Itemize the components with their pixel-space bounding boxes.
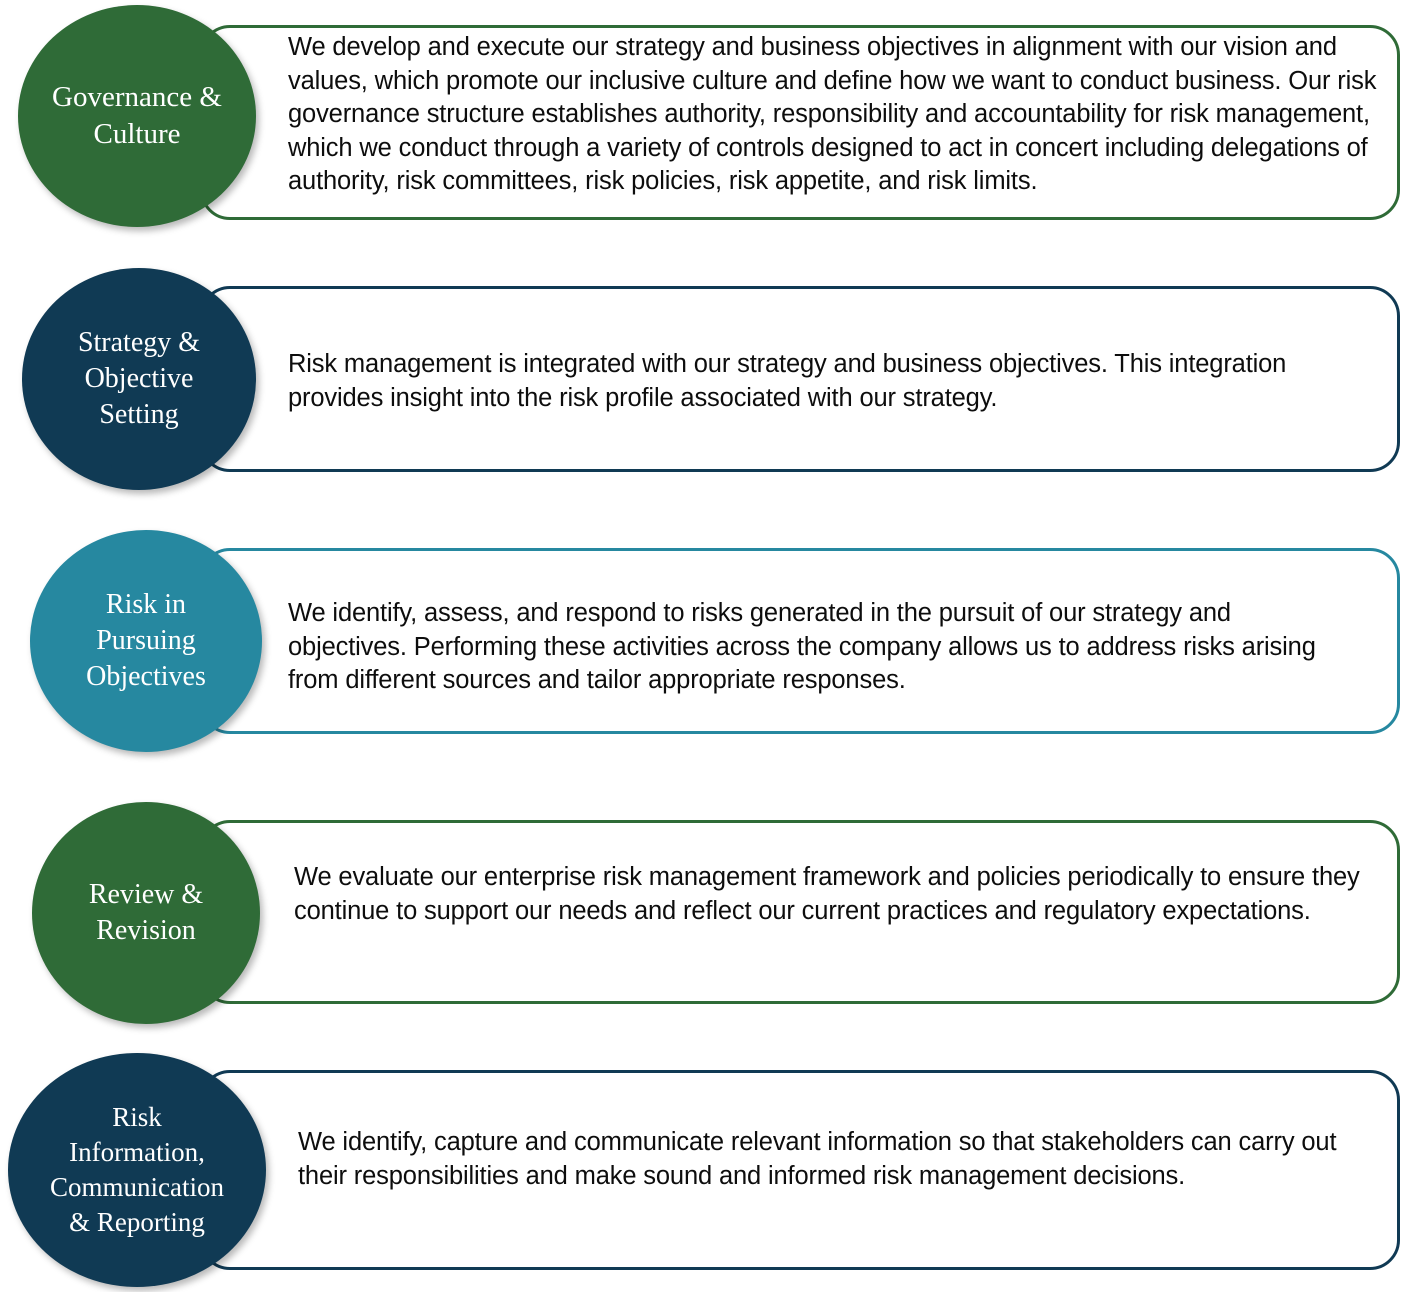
stage-circle-label-strategy-objective-setting: Strategy & Objective Setting (77, 327, 201, 430)
stage-circle-strategy-objective-setting[interactable]: Strategy & Objective Setting (22, 268, 256, 490)
description-panel-review-revision (200, 820, 1400, 1004)
stage-circle-review-revision[interactable]: Review & Revision (32, 802, 260, 1024)
description-panel-governance-culture (200, 25, 1400, 220)
stage-circle-label-risk-information-communication-reporting: Risk Information, Communication & Report… (50, 1102, 224, 1237)
stage-circle-label-review-revision: Review & Revision (88, 879, 204, 946)
description-text-review-revision: We evaluate our enterprise risk manageme… (294, 863, 1360, 925)
description-text-strategy-objective-setting: Risk management is integrated with our s… (288, 350, 1287, 412)
description-text-risk-information-communication-reporting: We identify, capture and communicate rel… (298, 1128, 1337, 1190)
description-panel-risk-in-pursuing-objectives (200, 548, 1400, 734)
description-panel-risk-information-communication-reporting (200, 1070, 1400, 1270)
description-text-governance-culture: We develop and execute our strategy and … (288, 33, 1377, 195)
description-panel-strategy-objective-setting (200, 286, 1400, 472)
stage-circle-label-governance-culture: Governance & Culture (52, 81, 222, 150)
stage-circle-risk-information-communication-reporting[interactable]: Risk Information, Communication & Report… (8, 1053, 266, 1287)
description-text-risk-in-pursuing-objectives: We identify, assess, and respond to risk… (288, 599, 1316, 694)
stage-circle-label-risk-in-pursuing-objectives: Risk in Pursuing Objectives (86, 589, 206, 692)
stage-circle-risk-in-pursuing-objectives[interactable]: Risk in Pursuing Objectives (30, 530, 262, 752)
stage-circle-governance-culture[interactable]: Governance & Culture (18, 5, 256, 227)
